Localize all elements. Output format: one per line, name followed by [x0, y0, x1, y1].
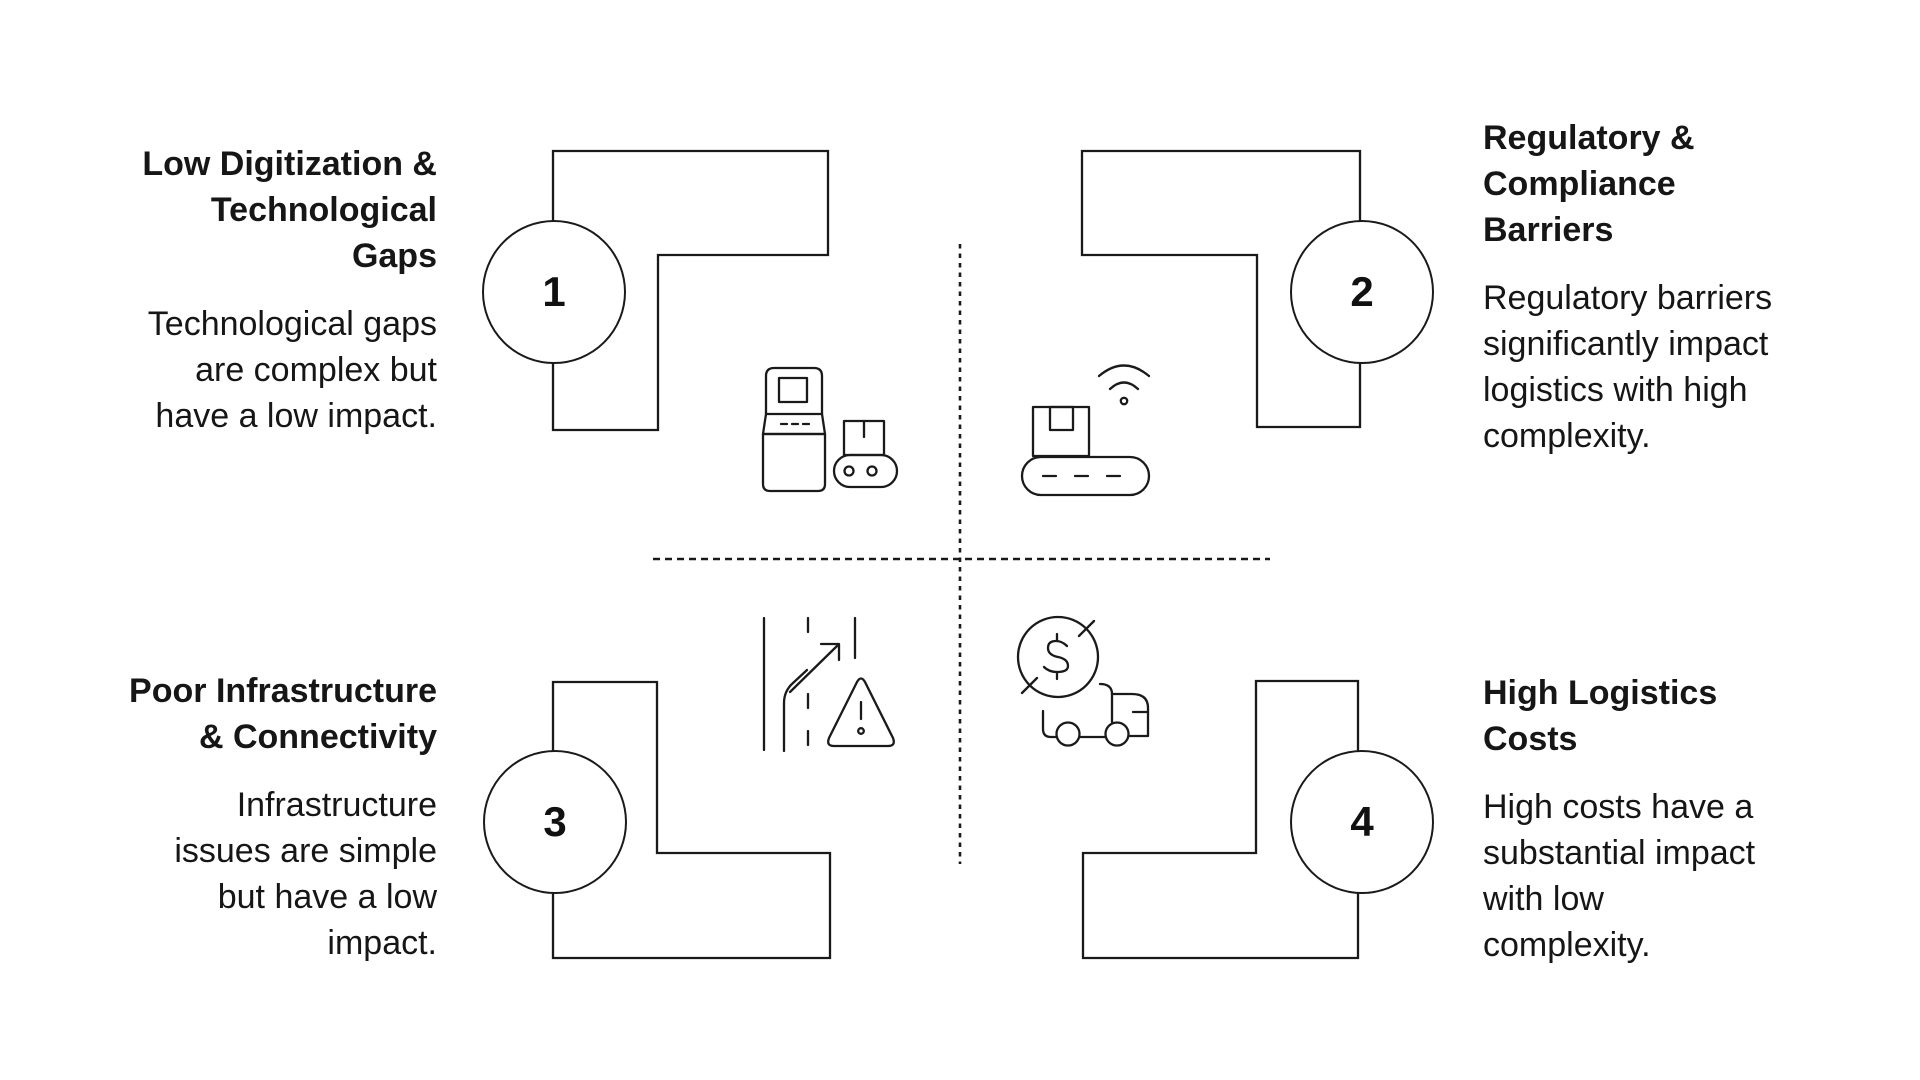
wifi-arc-large: [1097, 364, 1151, 378]
road-lane-warning-icon: [762, 616, 895, 753]
title-line: High Logistics: [1483, 674, 1718, 712]
bracket-shape-2: [1080, 149, 1362, 429]
step-number-1: 1: [542, 268, 566, 315]
desc-line: substantial impact: [1483, 834, 1756, 872]
title-line: Low Digitization &: [142, 145, 437, 183]
quadrant-1-title: Low Digitization & Technological Gaps: [17, 141, 437, 279]
desc-line: complexity.: [1483, 417, 1651, 455]
coin-tick-marks: [1020, 619, 1096, 695]
warning-triangle: [827, 677, 895, 748]
step-number-3: 3: [543, 798, 567, 845]
desc-line: significantly impact: [1483, 325, 1769, 363]
package-conveyor-wireless-icon: [1020, 364, 1151, 497]
bracket-shape-1: [551, 149, 830, 432]
title-line: Regulatory &: [1483, 119, 1695, 157]
arrow-head: [819, 642, 841, 662]
title-line: Barriers: [1483, 211, 1614, 249]
quadrant-4-title: High Logistics Costs: [1483, 670, 1903, 762]
conveyor-roller: [866, 465, 878, 477]
step-circle-3: 3: [483, 750, 627, 894]
exclamation-dot: [857, 727, 865, 735]
bracket-shape-3: [551, 680, 832, 960]
title-line: Technological: [210, 191, 437, 229]
step-number-4: 4: [1350, 798, 1374, 845]
quadrant-1-text-block: Low Digitization & Technological Gaps Te…: [17, 141, 437, 439]
quadrant-2-description: Regulatory barriers significantly impact…: [1483, 275, 1903, 459]
conveyor-roller: [843, 465, 855, 477]
quadrant-3-title: Poor Infrastructure & Connectivity: [17, 668, 437, 760]
title-line: Compliance: [1483, 165, 1676, 203]
kiosk-package-scanner-icon: [761, 366, 899, 493]
quadrant-2-text-block: Regulatory & Compliance Barriers Regulat…: [1483, 115, 1903, 459]
dollar-s-curve: [1042, 639, 1070, 674]
desc-line: complexity.: [1483, 926, 1651, 964]
desc-line: High costs have a: [1483, 788, 1754, 826]
desc-line: issues are simple: [174, 832, 437, 870]
title-line: & Connectivity: [198, 718, 437, 756]
quadrant-1-description: Technological gaps are complex but have …: [17, 301, 437, 439]
desc-line: Technological gaps: [147, 305, 437, 343]
desc-line: with low: [1483, 880, 1604, 918]
lane-change-curve: [782, 668, 809, 753]
arrow-shaft: [788, 644, 839, 694]
quadrant-4-description: High costs have a substantial impact wit…: [1483, 784, 1903, 968]
package-flap: [1048, 405, 1075, 432]
quadrant-3-text-block: Poor Infrastructure & Connectivity Infra…: [17, 668, 437, 966]
desc-line: impact.: [327, 924, 437, 962]
desc-line: but have a low: [217, 878, 437, 916]
step-circle-1: 1: [482, 220, 626, 364]
quadrant-4-text-block: High Logistics Costs High costs have a s…: [1483, 670, 1903, 968]
desc-line: logistics with high: [1483, 371, 1748, 409]
coin-circle: [1016, 615, 1100, 699]
desc-line: have a low impact.: [155, 397, 437, 435]
truck-cab-back: [1098, 682, 1114, 724]
title-line: Gaps: [351, 237, 437, 275]
title-line: Costs: [1483, 720, 1578, 758]
desc-line: Regulatory barriers: [1483, 279, 1773, 317]
step-circle-4: 4: [1290, 750, 1434, 894]
conveyor-belt: [832, 453, 899, 489]
truck-bed: [1041, 709, 1059, 739]
desc-line: are complex but: [195, 351, 437, 389]
package-box: [1031, 405, 1091, 458]
conveyor-belt: [1020, 455, 1151, 497]
quadrant-2-title: Regulatory & Compliance Barriers: [1483, 115, 1903, 253]
dollar-coin-delivery-truck-icon: [1016, 615, 1150, 747]
truck-cab: [1110, 692, 1150, 738]
title-line: Poor Infrastructure: [129, 672, 437, 710]
desc-line: Infrastructure: [236, 786, 437, 824]
truck-wheel: [1104, 721, 1130, 747]
quadrant-3-description: Infrastructure issues are simple but hav…: [17, 782, 437, 966]
kiosk-screen: [777, 376, 809, 404]
bracket-shape-4: [1081, 679, 1360, 960]
kiosk-head: [764, 366, 824, 416]
kiosk-body: [761, 432, 827, 493]
wifi-arc-small: [1108, 381, 1140, 391]
truck-wheel: [1055, 721, 1081, 747]
wifi-dot: [1119, 396, 1129, 406]
step-number-2: 2: [1350, 268, 1374, 315]
step-circle-2: 2: [1290, 220, 1434, 364]
